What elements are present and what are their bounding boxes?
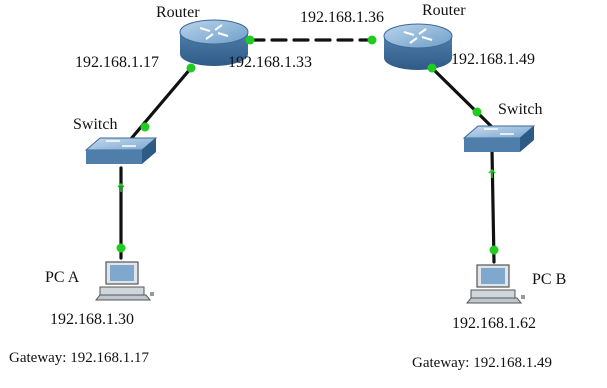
router-left-label: Router (156, 4, 200, 21)
link-r1-switch-left (128, 66, 193, 142)
ip-r1-right: 192.168.1.33 (228, 54, 312, 71)
pc-b-gateway: Gateway: 192.168.1.49 (412, 355, 552, 371)
port-led (472, 107, 482, 117)
port-led (245, 35, 255, 45)
pc-b-ip: 192.168.1.62 (452, 315, 536, 332)
ip-r2-right: 192.168.1.49 (451, 51, 535, 68)
port-led (186, 63, 196, 73)
port-led (367, 35, 377, 45)
arrow-up-icon (117, 182, 125, 192)
ip-r2-left: 192.168.1.36 (300, 9, 384, 26)
port-leds (116, 35, 499, 255)
switch-left[interactable] (84, 137, 158, 164)
links (119, 38, 496, 264)
pc-b-label: PC B (532, 271, 567, 288)
port-led (140, 122, 150, 132)
arrow-up-icon (488, 168, 496, 178)
pc-b[interactable] (465, 264, 525, 304)
ip-r1-left: 192.168.1.17 (75, 54, 159, 71)
pc-a-label: PC A (45, 269, 80, 286)
router-left[interactable] (179, 19, 249, 66)
port-led (489, 245, 499, 255)
switch-left-label: Switch (73, 116, 118, 133)
switch-right[interactable] (462, 125, 536, 152)
link-r2-switch-right (430, 66, 494, 129)
port-led (427, 63, 437, 73)
port-led (116, 243, 126, 253)
switch-right-label: Switch (498, 101, 543, 118)
router-right-label: Router (422, 2, 466, 19)
router-right[interactable] (383, 23, 453, 70)
pc-a[interactable] (94, 261, 154, 301)
link-switch-right-pcb (490, 148, 496, 264)
port-marker-icons (117, 168, 496, 192)
pc-a-ip: 192.168.1.30 (50, 311, 134, 328)
pc-a-gateway: Gateway: 192.168.1.17 (9, 350, 149, 366)
